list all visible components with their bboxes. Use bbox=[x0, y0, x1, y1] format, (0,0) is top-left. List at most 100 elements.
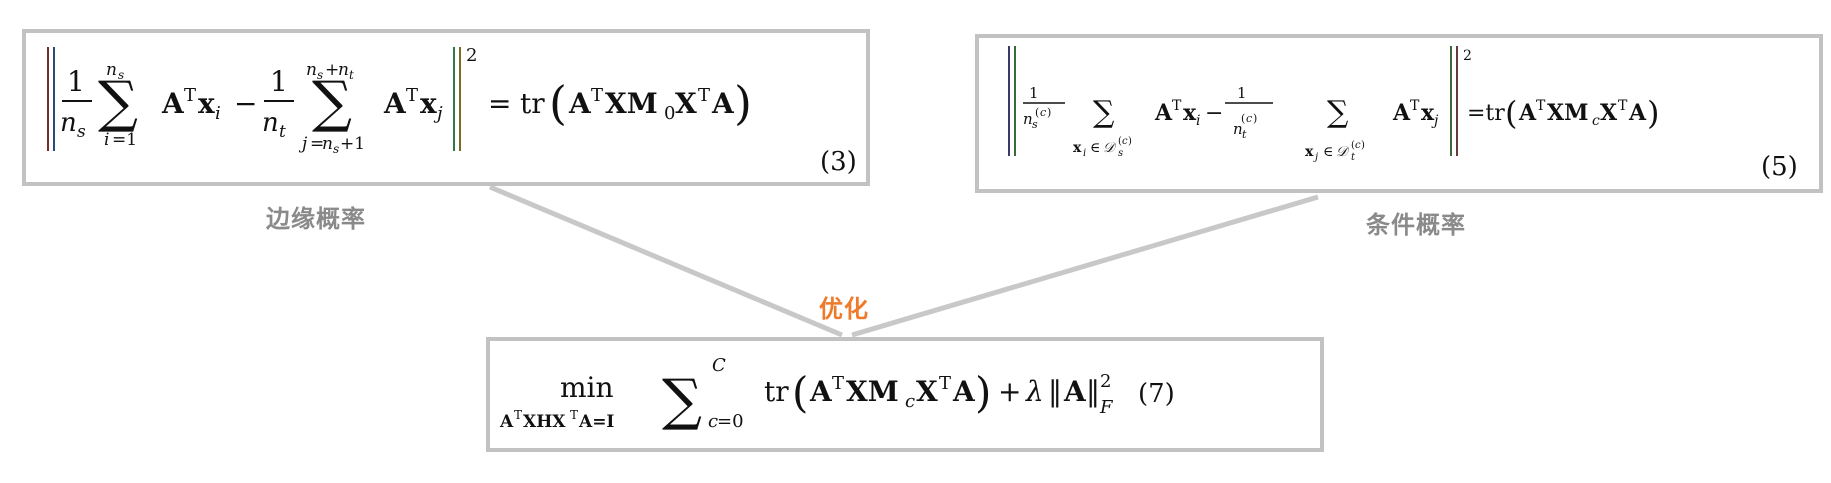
svg-text:c: c bbox=[1592, 113, 1600, 129]
equation-7-box: min A T XHX T A=I ∑ C c =0 tr ( A T XM c… bbox=[486, 337, 1324, 452]
svg-text:j: j bbox=[298, 134, 308, 154]
svg-text:c: c bbox=[905, 391, 915, 412]
svg-text:(: ( bbox=[1351, 140, 1355, 151]
svg-text:c: c bbox=[1355, 140, 1361, 151]
svg-text:A: A bbox=[499, 412, 514, 432]
svg-text:2: 2 bbox=[1463, 48, 1472, 64]
svg-text:A: A bbox=[952, 375, 976, 408]
svg-text:T: T bbox=[184, 85, 196, 106]
svg-text:T: T bbox=[939, 373, 951, 394]
svg-text:+: + bbox=[998, 375, 1021, 408]
svg-text:s: s bbox=[1118, 148, 1123, 159]
svg-text:(: ( bbox=[1118, 136, 1122, 147]
label-marginal-probability: 边缘概率 bbox=[266, 205, 366, 233]
svg-text:‖: ‖ bbox=[1086, 375, 1100, 408]
svg-text:c: c bbox=[1246, 112, 1252, 125]
svg-text:A: A bbox=[1518, 100, 1537, 126]
svg-text:∑: ∑ bbox=[662, 368, 702, 433]
svg-text:∑: ∑ bbox=[1327, 95, 1349, 130]
svg-text:A: A bbox=[809, 375, 833, 408]
svg-text:=: = bbox=[310, 134, 324, 154]
svg-text:t: t bbox=[1242, 128, 1247, 141]
label-conditional-probability: 条件概率 bbox=[1366, 211, 1466, 239]
svg-text:∑: ∑ bbox=[98, 70, 138, 135]
svg-text:X: X bbox=[916, 375, 938, 408]
svg-text:2: 2 bbox=[466, 45, 477, 66]
svg-text:n: n bbox=[338, 60, 349, 80]
svg-text:x: x bbox=[198, 87, 215, 120]
svg-text:X: X bbox=[675, 87, 697, 120]
svg-text:i: i bbox=[104, 130, 109, 150]
svg-text:X: X bbox=[1600, 100, 1618, 126]
svg-text:(: ( bbox=[792, 368, 808, 417]
svg-text:1: 1 bbox=[1237, 84, 1247, 102]
connector-eq5-to-eq7 bbox=[851, 194, 1319, 338]
svg-text:n: n bbox=[322, 134, 333, 154]
svg-text:j: j bbox=[1313, 152, 1318, 163]
svg-text:t: t bbox=[1351, 152, 1356, 163]
svg-text:=1: =1 bbox=[112, 130, 137, 150]
svg-text:c: c bbox=[708, 411, 718, 432]
svg-text:A: A bbox=[568, 87, 592, 120]
svg-text:+1: +1 bbox=[340, 134, 365, 154]
equation-3-number: (3) bbox=[820, 147, 857, 177]
svg-text:XM: XM bbox=[605, 87, 658, 120]
svg-text:−: − bbox=[1205, 101, 1223, 126]
svg-text:t: t bbox=[349, 68, 354, 82]
svg-text:T: T bbox=[514, 408, 522, 422]
svg-text:s: s bbox=[317, 68, 323, 82]
svg-text:min: min bbox=[560, 371, 614, 404]
svg-text:A: A bbox=[161, 87, 185, 120]
svg-text:n: n bbox=[106, 60, 117, 80]
svg-text:𝒟: 𝒟 bbox=[1336, 144, 1350, 160]
svg-text:1: 1 bbox=[1029, 84, 1039, 102]
svg-text:∈: ∈ bbox=[1323, 144, 1333, 160]
svg-text:j: j bbox=[433, 103, 443, 124]
svg-text:c: c bbox=[1040, 106, 1046, 119]
svg-text:C: C bbox=[712, 355, 726, 376]
svg-text:𝒟: 𝒟 bbox=[1103, 140, 1117, 156]
connector-eq3-to-eq7 bbox=[489, 184, 843, 338]
svg-text:A: A bbox=[1154, 100, 1173, 126]
svg-text:): ) bbox=[1647, 94, 1659, 132]
svg-text:−: − bbox=[234, 87, 257, 120]
svg-text:‖: ‖ bbox=[1048, 375, 1062, 408]
svg-text:A: A bbox=[711, 87, 735, 120]
svg-text:n: n bbox=[1023, 110, 1033, 128]
svg-text:0: 0 bbox=[664, 103, 675, 124]
svg-text:(: ( bbox=[1241, 112, 1245, 125]
svg-text:λ: λ bbox=[1025, 375, 1044, 408]
svg-text:=0: =0 bbox=[717, 411, 744, 432]
svg-text:): ) bbox=[1361, 140, 1365, 151]
svg-text:n: n bbox=[262, 108, 279, 138]
svg-text:j: j bbox=[1431, 113, 1439, 129]
svg-text:x: x bbox=[1305, 144, 1314, 160]
svg-text:A: A bbox=[1063, 375, 1087, 408]
svg-text:s: s bbox=[118, 68, 124, 82]
svg-text:T: T bbox=[1618, 98, 1628, 114]
svg-text:n: n bbox=[60, 108, 77, 138]
svg-text:i: i bbox=[1196, 113, 1200, 129]
svg-text:A: A bbox=[1628, 100, 1647, 126]
svg-text:T: T bbox=[1410, 98, 1420, 114]
svg-text:∑: ∑ bbox=[1093, 95, 1115, 130]
svg-text:tr: tr bbox=[764, 375, 789, 408]
svg-text:XHX: XHX bbox=[523, 412, 566, 432]
svg-text:i: i bbox=[1083, 148, 1086, 159]
svg-text:): ) bbox=[1253, 112, 1257, 125]
svg-text:s: s bbox=[333, 142, 339, 156]
svg-text:2: 2 bbox=[1100, 371, 1111, 392]
svg-text:XM: XM bbox=[1547, 100, 1588, 126]
svg-text:XM: XM bbox=[846, 375, 899, 408]
svg-text:x: x bbox=[1073, 140, 1082, 156]
svg-text:1: 1 bbox=[67, 65, 85, 98]
svg-text:n: n bbox=[306, 60, 317, 80]
svg-text:x: x bbox=[1421, 100, 1435, 126]
svg-text:A: A bbox=[1392, 100, 1411, 126]
svg-text:x: x bbox=[420, 87, 437, 120]
